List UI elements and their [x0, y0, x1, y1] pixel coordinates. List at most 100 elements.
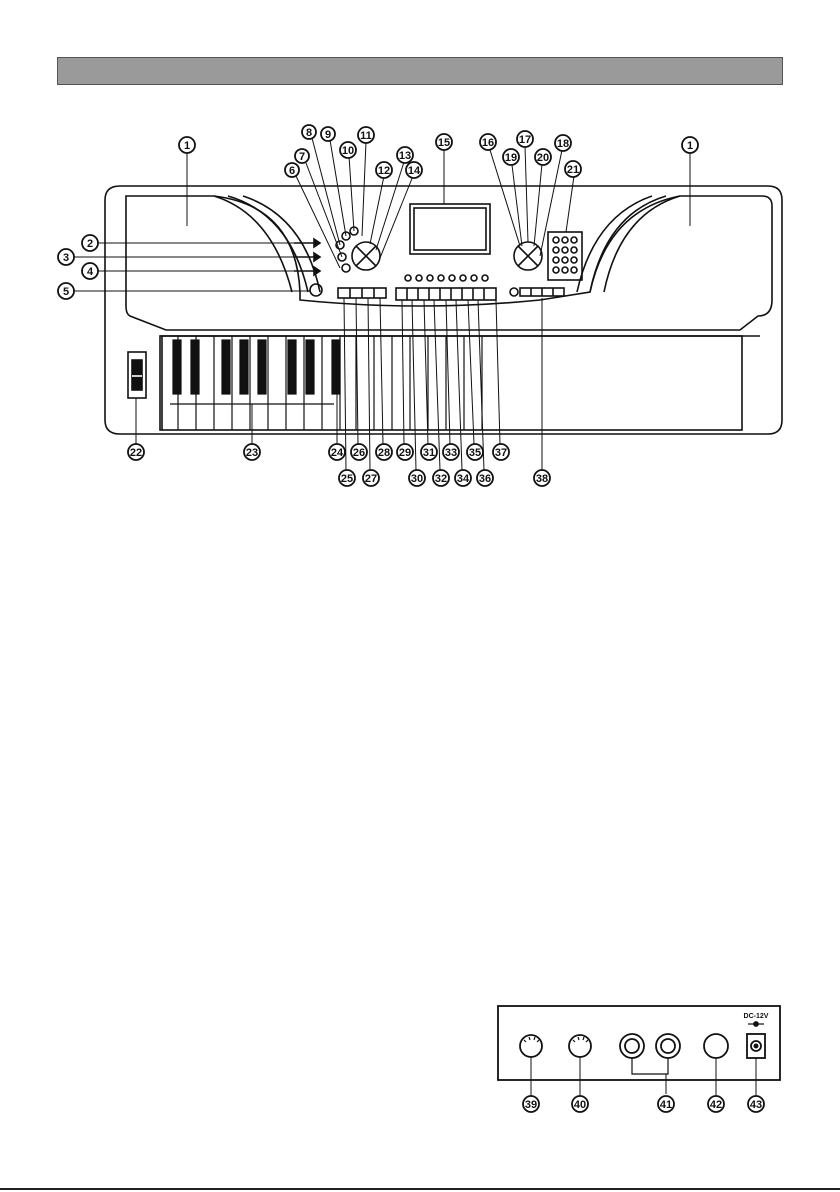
callout-18: 18	[554, 134, 572, 152]
callout-label: 30	[411, 473, 423, 485]
callout-17: 17	[516, 130, 534, 148]
number-pad	[547, 231, 583, 281]
callout-label: 19	[505, 152, 517, 164]
callout-15: 15	[435, 133, 453, 151]
left-dial	[351, 241, 381, 271]
callout-7: 7	[294, 148, 310, 164]
keybed	[159, 335, 743, 431]
callout-39: 39	[522, 1095, 540, 1113]
pitch-wheel-housing	[127, 351, 147, 399]
callout-label: 22	[130, 447, 142, 459]
callout-label: 8	[306, 127, 312, 139]
callout-label: 41	[660, 1099, 672, 1111]
callout-label: 25	[341, 473, 353, 485]
callout-label: 13	[399, 150, 411, 162]
callout-31: 31	[420, 443, 438, 461]
callout-6: 6	[284, 162, 300, 178]
leader-lines	[74, 137, 691, 471]
callout-label: 1	[184, 140, 190, 152]
callout-label: 20	[537, 152, 549, 164]
din-jack-2	[568, 1034, 592, 1058]
callout-label: 1	[687, 140, 693, 152]
callout-24: 24	[328, 443, 346, 461]
page-bottom-rule	[0, 1188, 840, 1190]
callout-5: 5	[57, 282, 75, 300]
callout-21: 21	[564, 160, 582, 178]
callout-label: 4	[87, 266, 94, 278]
dc-power-jack	[746, 1021, 766, 1059]
callout-label: 36	[479, 473, 491, 485]
callout-label: 40	[574, 1099, 586, 1111]
callout-label: 33	[445, 447, 457, 459]
callout-label: 24	[331, 447, 344, 459]
rear-panel	[497, 1005, 781, 1096]
callout-label: 2	[87, 238, 93, 250]
callout-label: 9	[325, 129, 331, 141]
callout-28: 28	[375, 443, 393, 461]
right-speaker-curve	[603, 195, 681, 293]
keyboard-body-outline	[104, 185, 783, 435]
callout-41: 41	[657, 1095, 675, 1113]
callout-label: 14	[408, 165, 421, 177]
callout-10: 10	[339, 141, 357, 159]
callout-label: 42	[710, 1099, 722, 1111]
callout-8: 8	[301, 124, 317, 140]
callout-27: 27	[362, 469, 380, 487]
power-button	[309, 283, 323, 297]
callout-4: 4	[81, 262, 99, 280]
callout-label: 38	[536, 473, 548, 485]
callout-label: 37	[495, 447, 507, 459]
callout-29: 29	[396, 443, 414, 461]
left-speaker-curve	[213, 195, 293, 293]
callout-11: 11	[357, 126, 375, 144]
callout-label: 17	[519, 134, 531, 146]
callout-label: 43	[750, 1099, 762, 1111]
black-keys	[172, 339, 341, 395]
callout-label: 31	[423, 447, 435, 459]
callout-label: 35	[469, 447, 481, 459]
callout-label: 15	[438, 137, 450, 149]
callout-13: 13	[396, 146, 414, 164]
din-jack-1	[519, 1034, 543, 1058]
callout-25: 25	[338, 469, 356, 487]
callout-26: 26	[350, 443, 368, 461]
callout-label: 6	[289, 165, 295, 177]
callout-1b: 1	[681, 136, 699, 154]
callout-label: 26	[353, 447, 365, 459]
callout-12: 12	[375, 161, 393, 179]
callout-label: 7	[299, 151, 305, 163]
pitch-wheel	[131, 359, 143, 391]
callout-35: 35	[466, 443, 484, 461]
white-keys	[170, 336, 483, 430]
callout-label: 27	[365, 473, 377, 485]
callout-label: 21	[567, 164, 579, 176]
headphone-jack	[703, 1033, 729, 1059]
callout-label: 32	[435, 473, 447, 485]
callout-label: 11	[360, 130, 372, 142]
number-pad-keys	[552, 236, 578, 274]
section-header-bar	[57, 57, 783, 85]
jack-pair	[619, 1033, 681, 1094]
lcd-display	[413, 207, 487, 251]
callout-label: 28	[378, 447, 390, 459]
callout-9: 9	[320, 126, 336, 142]
piano-keys	[170, 336, 483, 430]
callout-30: 30	[408, 469, 426, 487]
callout-label: 5	[63, 286, 69, 298]
callout-label: 23	[246, 447, 258, 459]
callout-16: 16	[479, 133, 497, 151]
rear-panel-outline	[497, 1005, 781, 1081]
callout-23: 23	[243, 443, 261, 461]
callout-label: 29	[399, 447, 411, 459]
callout-20: 20	[534, 148, 552, 166]
function-button-row	[395, 287, 497, 301]
dc-voltage-label: DC-12V	[744, 1013, 769, 1020]
callout-label: 34	[457, 473, 470, 485]
callout-label: 39	[525, 1099, 537, 1111]
callout-36: 36	[476, 469, 494, 487]
callout-38: 38	[533, 469, 551, 487]
panel-inner-outline	[125, 195, 773, 331]
callout-34: 34	[454, 469, 472, 487]
callout-40: 40	[571, 1095, 589, 1113]
